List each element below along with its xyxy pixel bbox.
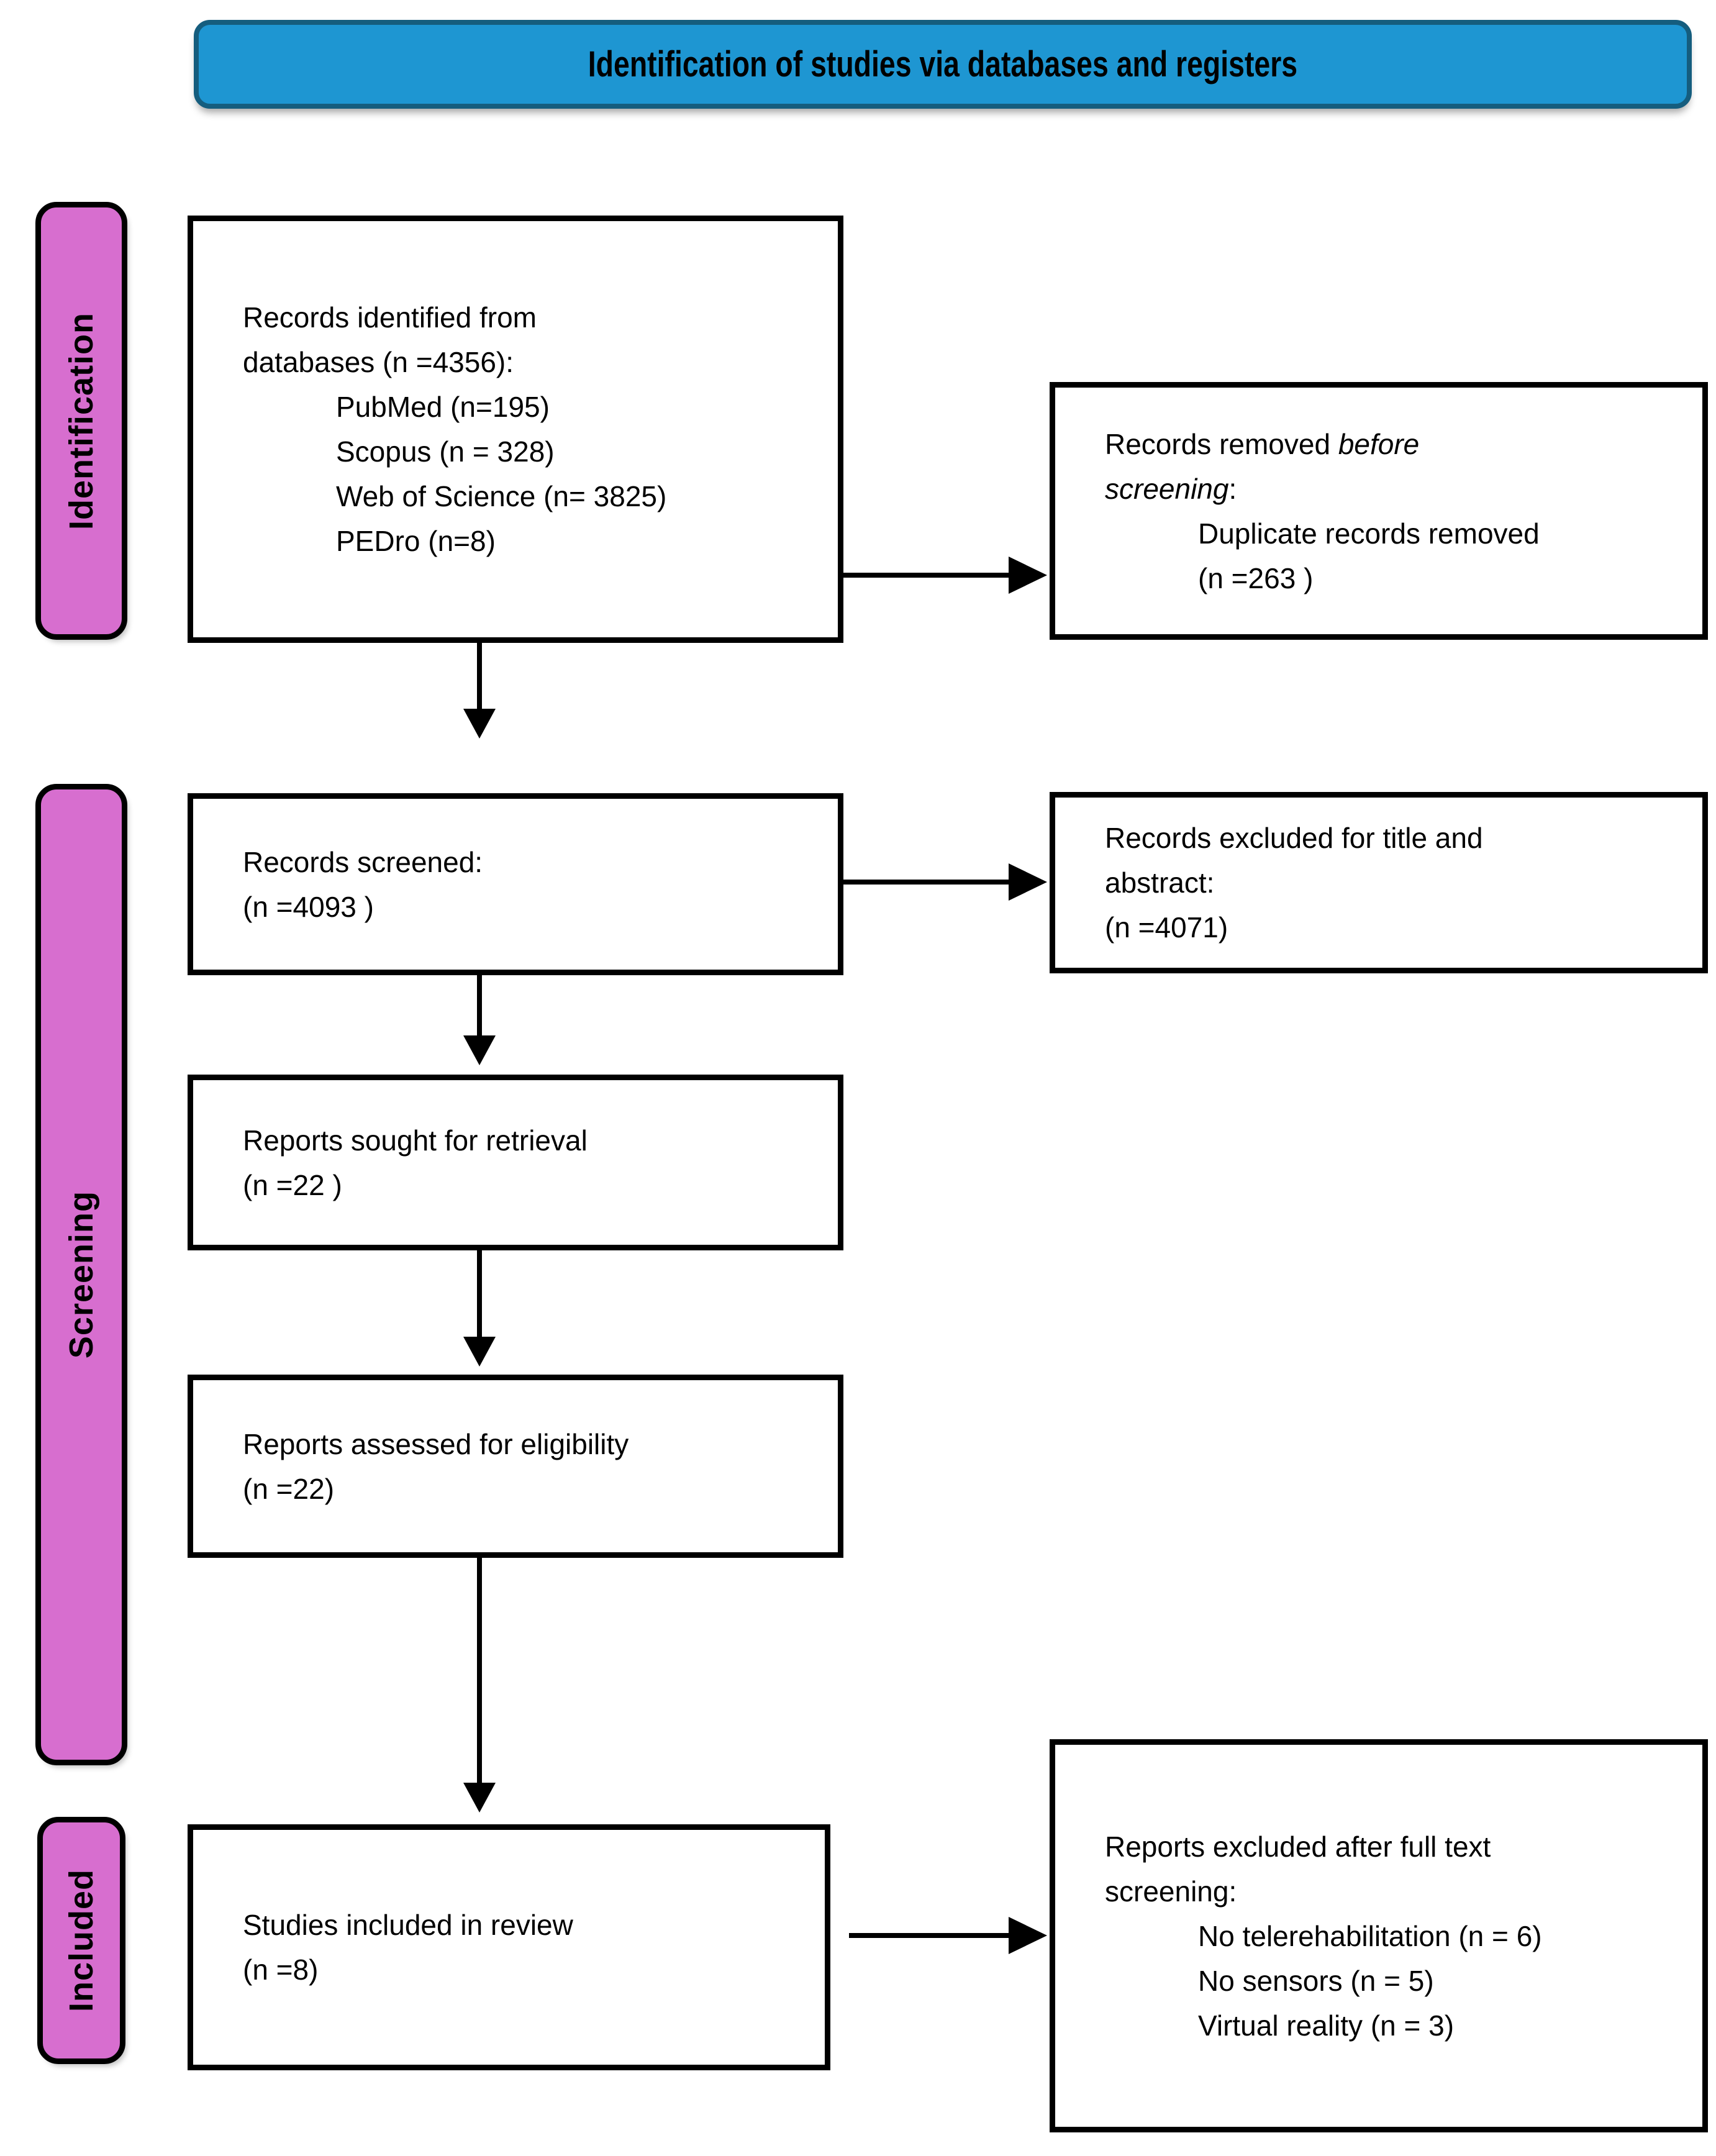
records-removed-line-1: Records removed before [1105,422,1684,466]
box-records-excluded-title-abstract: Records excluded for title and abstract:… [1050,792,1708,973]
records-removed-line-1-italic: before [1338,427,1420,460]
reports-assessed-line-1: Reports assessed for eligibility [243,1427,629,1460]
arrow-sought-to-assessed-head-icon [463,1337,496,1367]
box-records-identified: Records identified from databases (n =43… [188,216,843,643]
box-records-screened: Records screened: (n =4093 ) [188,793,843,975]
records-removed-line-1-normal: Records removed [1105,427,1338,460]
reports-sought-line-2: (n =22 ) [243,1168,342,1201]
arrow-identified-to-screened-head-icon [463,709,496,739]
arrow-identified-to-screened-line [477,643,482,709]
header-banner: Identification of studies via databases … [194,20,1692,109]
stage-label-screening-text: Screening [63,1190,100,1359]
box-records-removed-before-screening: Records removed before screening: Duplic… [1050,382,1708,640]
reports-excluded-ft-line-1: Reports excluded after full text [1105,1830,1491,1863]
records-screened-line-2: (n =4093 ) [243,890,374,923]
arrow-screened-to-excluded-line [843,880,1009,885]
arrow-identified-to-removed-head-icon [1009,557,1047,594]
records-excluded-ta-line-2: abstract: [1105,866,1215,899]
records-removed-item-count: (n =263 ) [1198,562,1314,594]
records-removed-line-2-italic: screening [1105,472,1229,505]
records-identified-item-pubmed: PubMed (n=195) [336,391,550,423]
arrow-included-to-excluded-ft-head-icon [1009,1917,1047,1954]
records-identified-line-2: databases (n =4356): [243,346,514,378]
arrow-screened-to-sought-head-icon [463,1035,496,1065]
header-title: Identification of studies via databases … [588,44,1298,84]
stage-label-identification: Identification [35,202,127,640]
stage-label-screening: Screening [35,784,127,1765]
arrow-assessed-to-included-head-icon [463,1783,496,1813]
studies-included-line-1: Studies included in review [243,1909,573,1941]
records-removed-line-2: screening: [1105,466,1684,511]
box-reports-assessed: Reports assessed for eligibility (n =22) [188,1375,843,1558]
reports-excluded-ft-line-2: screening: [1105,1875,1237,1908]
arrow-sought-to-assessed-line [477,1250,482,1337]
reports-assessed-line-2: (n =22) [243,1472,335,1505]
stage-label-included: Included [37,1817,125,2064]
records-identified-item-wos: Web of Science (n= 3825) [336,480,667,512]
box-reports-excluded-full-text: Reports excluded after full text screeni… [1050,1739,1708,2132]
reports-excluded-ft-item-vr: Virtual reality (n = 3) [1198,2009,1455,2042]
arrow-assessed-to-included-line [477,1558,482,1783]
records-excluded-ta-line-3: (n =4071) [1105,911,1228,944]
reports-excluded-ft-item-telerehab: No telerehabilitation (n = 6) [1198,1919,1542,1952]
arrow-screened-to-sought-line [477,975,482,1035]
records-identified-line-1: Records identified from [243,301,537,334]
reports-sought-line-1: Reports sought for retrieval [243,1124,588,1157]
records-removed-line-2-normal: : [1228,472,1237,505]
arrow-identified-to-removed-line [843,573,1009,578]
stage-label-included-text: Included [63,1868,100,2012]
stage-label-identification-text: Identification [63,312,100,530]
box-studies-included: Studies included in review (n =8) [188,1824,830,2070]
arrow-screened-to-excluded-head-icon [1009,863,1047,901]
studies-included-line-2: (n =8) [243,1954,319,1986]
records-screened-line-1: Records screened: [243,845,483,878]
arrow-included-to-excluded-ft-line [849,1933,1009,1938]
reports-excluded-ft-item-sensors: No sensors (n = 5) [1198,1964,1434,1997]
records-identified-item-pedro: PEDro (n=8) [336,525,496,557]
records-removed-item-duplicates: Duplicate records removed [1198,517,1540,550]
box-reports-sought: Reports sought for retrieval (n =22 ) [188,1075,843,1250]
records-identified-item-scopus: Scopus (n = 328) [336,435,555,468]
records-excluded-ta-line-1: Records excluded for title and [1105,822,1483,854]
